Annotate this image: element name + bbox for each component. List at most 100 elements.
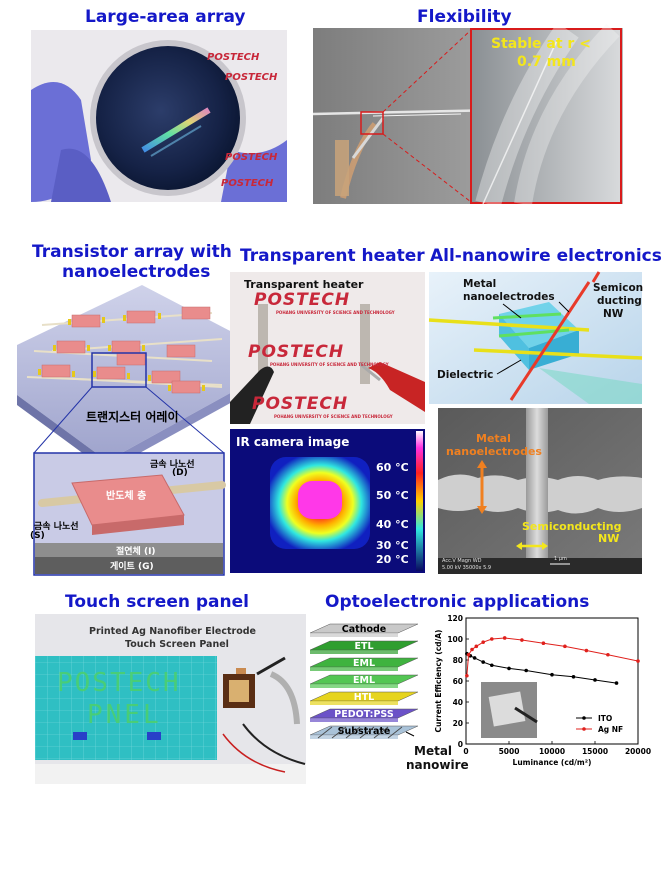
y-axis-label: Current Efficiency (cd/A) bbox=[434, 630, 443, 733]
data-point bbox=[490, 637, 494, 641]
large-area-array-photo: POSTECH POSTECH POSTECH POSTECH bbox=[31, 30, 287, 202]
sem-info-line1: Acc.V Magn WD bbox=[442, 558, 482, 564]
data-point bbox=[524, 668, 528, 673]
semi-label-line2: ducting bbox=[597, 295, 642, 307]
oled-layer-label-5: PEDOT:PSS bbox=[334, 709, 394, 720]
transistor-array-schematic: 트랜지스터 어레이 금속 나노선 (D) 반도체 층 금속 나노선 (S) 절연… bbox=[12, 285, 234, 577]
heater-logo-sub-2: POHANG UNIVERSITY OF SCIENCE AND TECHNOL… bbox=[270, 362, 389, 367]
heater-logo-3: POSTECH bbox=[252, 394, 349, 414]
legend-marker bbox=[582, 727, 586, 731]
transistor-array-label: 트랜지스터 어레이 bbox=[86, 410, 179, 424]
sem-metal-line1: Metal bbox=[476, 432, 511, 445]
touch-screen-text-line1: Printed Ag Nanofiber Electrode bbox=[89, 626, 256, 637]
x-tick-label: 0 bbox=[463, 747, 468, 756]
data-point bbox=[507, 666, 511, 671]
temp-60: 60 °C bbox=[376, 461, 409, 474]
inset-photo bbox=[481, 682, 538, 738]
semi-label-line3: NW bbox=[603, 308, 624, 320]
sem-semi-line2: NW bbox=[598, 532, 620, 545]
wafer-illustration bbox=[31, 30, 287, 202]
stable-label-line2: 0.7 mm bbox=[517, 54, 576, 70]
oled-layer-1: ETL bbox=[309, 640, 419, 654]
oled-layer-label-4: HTL bbox=[354, 692, 374, 703]
all-nanowire-schematic: Metal nanoelectrodes Semicon ducting NW … bbox=[428, 271, 644, 404]
transistor-array-illustration bbox=[17, 285, 234, 576]
flexibility-photo: Stable at r < 0.7 mm bbox=[312, 22, 623, 208]
y-tick-label: 80 bbox=[453, 656, 463, 665]
sem-scale-bar-label: 1 μm bbox=[554, 556, 567, 562]
metal-label-line2: nanoelectrodes bbox=[463, 291, 555, 303]
x-tick-label: 15000 bbox=[582, 747, 608, 756]
data-point bbox=[636, 659, 640, 663]
oled-layer-2: EML bbox=[309, 657, 419, 671]
oled-layer-0: Cathode bbox=[309, 623, 419, 637]
data-point bbox=[465, 673, 469, 678]
transparent-heater-photo: Transparent heater POSTECH POHANG UNIVER… bbox=[230, 272, 425, 424]
oled-layer-6: Substrate bbox=[309, 725, 419, 739]
semi-label-line1: Semicon bbox=[593, 282, 644, 294]
title-transistor-array-line2: nanoelectrodes bbox=[62, 262, 211, 282]
heater-logo-sub-1: POHANG UNIVERSITY OF SCIENCE AND TECHNOL… bbox=[276, 310, 395, 315]
oled-layer-3: EML bbox=[309, 674, 419, 688]
legend-marker bbox=[582, 716, 586, 720]
postech-logo-4: POSTECH bbox=[221, 178, 274, 189]
data-point bbox=[541, 641, 546, 645]
postech-logo-1: POSTECH bbox=[207, 52, 260, 63]
nanowire-stroke bbox=[317, 726, 333, 739]
sem-illustration bbox=[438, 408, 642, 574]
title-large-area-array: Large-area array bbox=[85, 7, 246, 27]
title-transistor-array-line1: Transistor array with bbox=[32, 242, 232, 262]
heater-photo-label: Transparent heater bbox=[244, 278, 364, 291]
metal-nanowire-d-line2: (D) bbox=[172, 468, 188, 478]
dielectric-label: Dielectric bbox=[437, 369, 494, 381]
semiconductor-layer-label: 반도체 층 bbox=[106, 491, 147, 502]
sem-metal-line2: nanoelectrodes bbox=[446, 445, 542, 458]
heater-illustration bbox=[230, 272, 425, 424]
metal-nanowire-s-line1: 금속 나노선 bbox=[34, 522, 79, 532]
y-tick-label: 60 bbox=[453, 677, 463, 686]
title-flexibility: Flexibility bbox=[417, 7, 512, 27]
oled-layer-label-3: EML bbox=[353, 675, 375, 686]
oled-layer-label-2: EML bbox=[353, 658, 375, 669]
metal-nanowire-s-line2: (S) bbox=[30, 531, 45, 541]
metal-nanowire-label-line1: Metal bbox=[414, 744, 453, 758]
postech-logo-2: POSTECH bbox=[225, 72, 278, 83]
sem-semi-line1: Semiconducting bbox=[522, 520, 622, 533]
temp-20: 20 °C bbox=[376, 553, 409, 566]
ir-heatmap-illustration bbox=[230, 429, 425, 573]
nanowire-pointer bbox=[405, 731, 415, 737]
metal-nanowire-d-line1: 금속 나노선 bbox=[150, 460, 195, 470]
sem-info-line2: 5.00 kV 35000x 5.9 bbox=[442, 565, 492, 571]
y-tick-label: 120 bbox=[447, 614, 463, 623]
touch-screen-photo: Printed Ag Nanofiber Electrode Touch Scr… bbox=[35, 614, 306, 784]
y-tick-label: 20 bbox=[453, 719, 463, 728]
x-tick-label: 10000 bbox=[539, 747, 565, 756]
title-touch-screen-panel: Touch screen panel bbox=[65, 592, 249, 612]
stable-label-line1: Stable at r < bbox=[491, 36, 591, 52]
handwriting-line2: PNEL bbox=[87, 700, 162, 730]
ir-camera-image: IR camera image 60 °C 50 °C 40 °C 30 °C … bbox=[230, 429, 425, 573]
oled-layer-label-1: ETL bbox=[354, 641, 373, 652]
temp-50: 50 °C bbox=[376, 489, 409, 502]
data-point bbox=[571, 675, 576, 679]
title-optoelectronic-applications: Optoelectronic applications bbox=[325, 592, 590, 612]
data-point bbox=[481, 640, 485, 644]
metal-label-line1: Metal bbox=[463, 278, 497, 290]
ir-camera-title: IR camera image bbox=[236, 435, 350, 449]
data-point bbox=[502, 636, 507, 640]
x-tick-label: 20000 bbox=[625, 747, 651, 756]
insulator-label: 절연체 (I) bbox=[116, 547, 156, 557]
sem-image: Metal nanoelectrodes Semiconducting NW A… bbox=[438, 408, 642, 574]
data-point bbox=[593, 678, 597, 682]
all-nanowire-illustration bbox=[428, 271, 643, 404]
oled-layer-5: PEDOT:PSS bbox=[309, 708, 419, 722]
nanowire-stroke bbox=[387, 726, 403, 739]
nanowire-stroke bbox=[359, 726, 375, 739]
data-point bbox=[584, 648, 589, 653]
x-tick-label: 5000 bbox=[499, 747, 520, 756]
data-point bbox=[481, 660, 485, 664]
data-point bbox=[472, 656, 477, 660]
